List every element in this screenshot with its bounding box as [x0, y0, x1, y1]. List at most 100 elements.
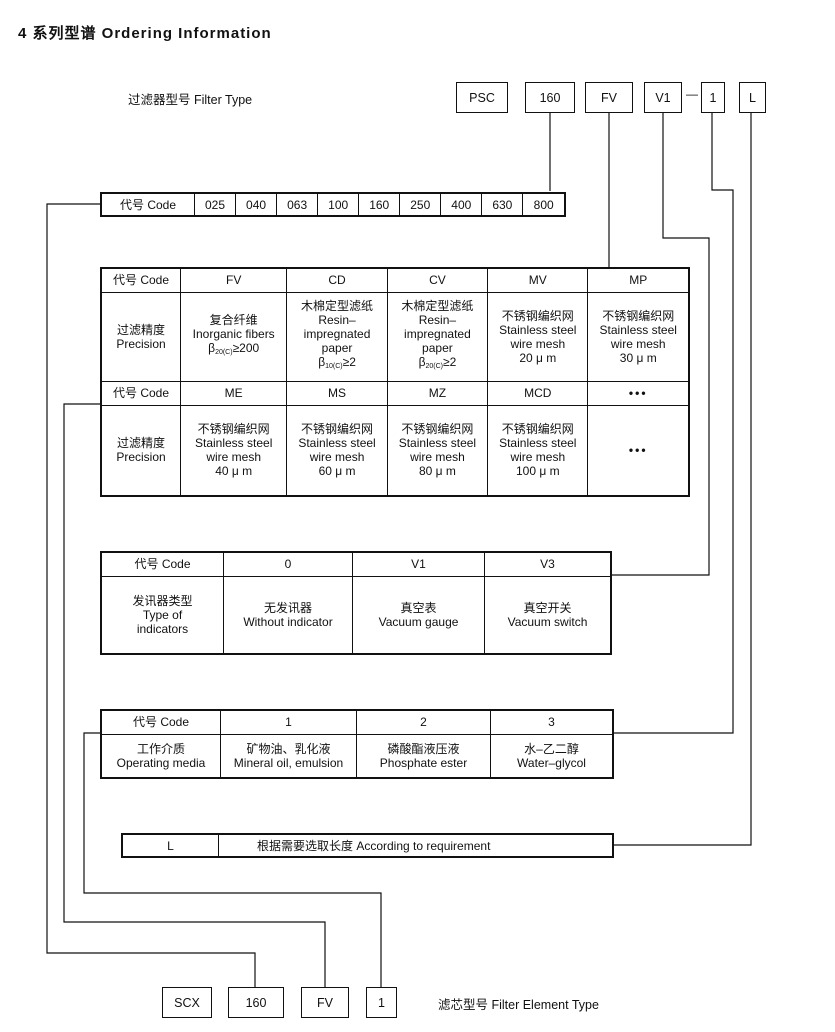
precision-value-line: Inorganic fibers [192, 327, 275, 341]
element-code-media: 1 [366, 987, 397, 1018]
size-code-cell: 400 [440, 192, 483, 217]
precision-value: ••• [587, 404, 690, 497]
indicator-value: 无发讯器 Without indicator [223, 575, 353, 655]
connector-scx-fv [63, 403, 326, 987]
beta-ratio: β20(C)≥200 [181, 341, 286, 360]
element-type-label: 滤芯型号 Filter Element Type [438, 998, 599, 1012]
precision-value-line: Stainless steel [599, 322, 677, 337]
indicator-table: 代号 Code 0 V1 V3 发讯器类型 Type of indicators… [100, 551, 612, 655]
length-table: L 根据需要选取长度 According to requirement [121, 833, 614, 858]
indicator-value-line: Vacuum switch [507, 614, 588, 629]
precision-value-line: Resin– [418, 313, 457, 327]
media-value-line: 矿物油、乳化液 [246, 741, 331, 756]
indicator-value-line: Without indicator [243, 614, 333, 629]
precision-value-line: wire mesh [510, 450, 566, 465]
size-code-cell: 040 [235, 192, 278, 217]
precision-code-cell: ME [179, 380, 288, 406]
precision-value-line: Stainless steel [194, 436, 273, 451]
precision-value-line: Resin– [318, 313, 356, 327]
media-value: 矿物油、乳化液 Mineral oil, emulsion [220, 733, 357, 779]
precision-value-line: 20 μ m [519, 350, 557, 365]
model-code-indicator: V1 [644, 82, 682, 113]
precision-value-line: 不锈钢编织网 [301, 422, 374, 437]
size-code-cell: 800 [522, 192, 566, 217]
filter-type-label: 过滤器型号 Filter Type [128, 93, 253, 107]
size-code-cell: 025 [193, 192, 237, 217]
indicator-value-line: 真空开关 [523, 600, 572, 615]
precision-value-line: 不锈钢编织网 [501, 308, 574, 323]
precision-value-line: impregnated [303, 327, 371, 341]
indicator-code-cell: V1 [352, 551, 485, 577]
media-value-line: 磷酸酯液压液 [387, 741, 460, 756]
precision-table: 代号 Code FV CD CV MV MP 过滤精度 Precision 复合… [100, 267, 690, 497]
precision-value-line: 复合纤维 [209, 313, 258, 327]
precision-code-cell: MP [587, 267, 690, 293]
media-value: 磷酸酯液压液 Phosphate ester [356, 733, 491, 779]
model-code-precision: FV [585, 82, 633, 113]
media-value: 水–乙二醇 Water–glycol [490, 733, 614, 779]
media-code-cell: 1 [220, 709, 357, 735]
indicator-code-cell: 0 [223, 551, 353, 577]
model-code-size: 160 [525, 82, 575, 113]
precision-value-line: 木棉定型滤纸 [401, 299, 474, 313]
beta-symbol: β [418, 355, 426, 369]
precision-value-line: wire mesh [610, 336, 666, 351]
precision-value-line: impregnated [404, 327, 471, 341]
precision-value-line: paper [422, 341, 453, 355]
precision-value-line: wire mesh [309, 450, 365, 465]
media-label-line: Operating media [116, 755, 206, 770]
size-code-header: 代号 Code [100, 192, 195, 217]
indicator-code-header: 代号 Code [100, 551, 224, 577]
indicator-value-line: 真空表 [400, 600, 437, 615]
precision-value-line: 80 μ m [418, 464, 456, 479]
size-code-table: 代号 Code 025 040 063 100 160 250 400 630 … [100, 192, 566, 217]
precision-value-line: 60 μ m [318, 464, 356, 479]
size-code-cell: 160 [358, 192, 401, 217]
media-value-line: Mineral oil, emulsion [233, 755, 344, 770]
connector-scx-160 [46, 203, 256, 987]
indicator-value: 真空开关 Vacuum switch [484, 575, 612, 655]
beta-symbol: β [318, 355, 326, 369]
model-code-series: PSC [456, 82, 508, 113]
precision-code-cell: CD [286, 267, 388, 293]
connector-indicator [612, 112, 710, 576]
precision-value-line: 40 μ m [215, 464, 253, 479]
element-code-precision: FV [301, 987, 349, 1018]
indicator-type-label-line: indicators [136, 621, 189, 636]
precision-value-line: Stainless steel [499, 436, 577, 451]
precision-value-line: ••• [628, 443, 648, 458]
length-desc: 根据需要选取长度 According to requirement [218, 833, 614, 858]
beta-ratio: β20(C)≥2 [388, 355, 487, 374]
precision-label: 过滤精度 Precision [100, 291, 181, 382]
precision-value-line: Stainless steel [499, 322, 577, 337]
precision-code-cell: MZ [386, 380, 489, 406]
precision-code-cell: CV [386, 267, 489, 293]
precision-value-line: wire mesh [206, 450, 262, 465]
model-code-length: L [739, 82, 766, 113]
size-code-cell: 100 [317, 192, 360, 217]
precision-value-line: Stainless steel [298, 436, 376, 451]
precision-code-header: 代号 Code [100, 380, 181, 406]
size-code-cell: 250 [399, 192, 442, 217]
length-code: L [121, 833, 219, 858]
media-table: 代号 Code 1 2 3 工作介质 Operating media 矿物油、乳… [100, 709, 614, 779]
media-value-line: Water–glycol [517, 755, 586, 770]
precision-value-line: wire mesh [410, 450, 465, 465]
precision-value-line: 不锈钢编织网 [401, 422, 474, 437]
media-code-header: 代号 Code [100, 709, 221, 735]
element-code-size: 160 [228, 987, 284, 1018]
precision-code-cell: MS [286, 380, 388, 406]
beta-symbol: β [208, 341, 216, 355]
media-label: 工作介质 Operating media [100, 733, 221, 779]
beta-subscript: 10(C) [325, 363, 343, 370]
precision-code-header: 代号 Code [100, 267, 181, 293]
precision-value-line: 30 μ m [619, 350, 657, 365]
connector-length [614, 112, 752, 846]
